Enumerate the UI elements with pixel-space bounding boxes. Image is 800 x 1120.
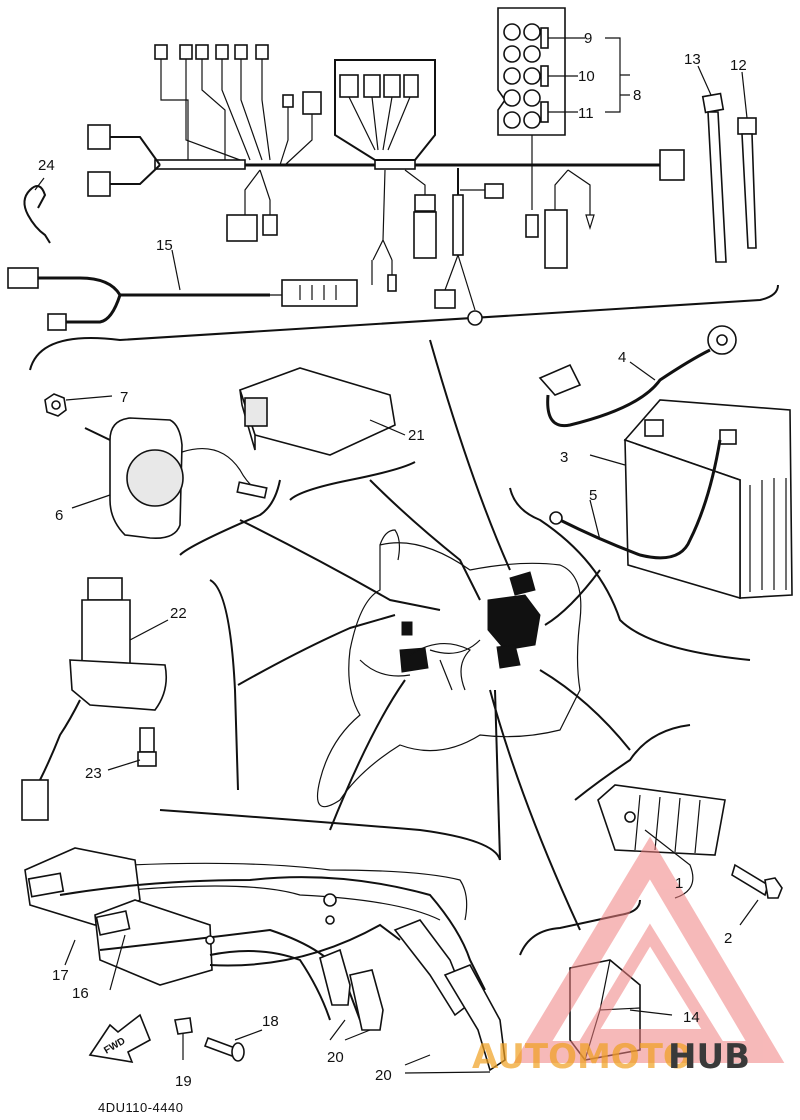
separator-6 xyxy=(179,479,281,556)
separator-right xyxy=(574,724,691,801)
callout-1: 1 xyxy=(675,875,683,892)
callout-17: 17 xyxy=(52,967,69,984)
callout-6: 6 xyxy=(55,507,63,524)
screw-2 xyxy=(731,863,783,926)
rectifier-1 xyxy=(597,784,726,899)
top-harness-section xyxy=(7,7,779,371)
plug-cap-a xyxy=(393,919,469,1017)
section-boundary-top xyxy=(29,284,779,371)
left-connectors xyxy=(87,124,161,197)
callout-5: 5 xyxy=(589,487,597,504)
callout-9: 9 xyxy=(584,30,592,47)
ignition-coils-section xyxy=(24,847,506,1074)
callout-7: 7 xyxy=(120,389,128,406)
separator-14 xyxy=(519,899,641,956)
callout-10: 10 xyxy=(578,68,595,85)
callout-20b: 20 xyxy=(375,1067,392,1084)
separator-lower xyxy=(159,809,501,861)
igniter-unit-21 xyxy=(238,367,406,456)
harness-sleeve xyxy=(154,159,246,170)
middle-section xyxy=(21,325,793,1061)
battery-3 xyxy=(589,399,793,600)
battery-lead-4 xyxy=(538,325,737,428)
watermark-text-b: HUB xyxy=(668,1037,750,1077)
separator-battery xyxy=(509,487,751,661)
callout-20a: 20 xyxy=(327,1049,344,1066)
watermark-text: AUTOMOTO HUB xyxy=(472,1037,750,1077)
callout-19: 19 xyxy=(175,1073,192,1090)
callout-13: 13 xyxy=(684,51,701,68)
fwd-arrow-icon xyxy=(88,1013,152,1064)
callout-4: 4 xyxy=(618,349,626,366)
watermark-logo xyxy=(513,836,785,1063)
callout-22: 22 xyxy=(170,605,187,622)
callout-8: 8 xyxy=(633,87,641,104)
cable-ties xyxy=(697,65,757,263)
bolt-18 xyxy=(203,1036,237,1058)
lead-5 xyxy=(549,439,722,560)
clip-24 xyxy=(23,177,51,244)
callout-23: 23 xyxy=(85,765,102,782)
nut-7 xyxy=(44,393,113,417)
top-connectors xyxy=(154,44,322,166)
watermark-text-a: AUTOMOTO xyxy=(472,1037,692,1077)
lower-branch-connectors xyxy=(226,149,685,326)
fuse-box xyxy=(497,7,630,165)
callout-24: 24 xyxy=(38,157,55,174)
separator-21 xyxy=(289,461,416,501)
callout-12: 12 xyxy=(730,57,747,74)
callout-21: 21 xyxy=(408,427,425,444)
plug-cap-d xyxy=(349,969,384,1031)
coil-17 xyxy=(24,847,141,926)
harness-junction xyxy=(374,159,416,170)
plug-cap-b xyxy=(443,963,506,1072)
bolt-23 xyxy=(107,727,157,771)
ignition-switch-22 xyxy=(21,577,169,821)
clamp-19 xyxy=(174,1017,193,1035)
callout-labels: 1 2 3 4 5 6 7 8 9 10 11 12 13 14 15 16 1… xyxy=(38,30,747,1115)
relay-6 xyxy=(71,417,268,540)
callout-14: 14 xyxy=(683,1009,700,1026)
callout-18: 18 xyxy=(262,1013,279,1030)
callout-2: 2 xyxy=(724,930,732,947)
callout-16: 16 xyxy=(72,985,89,1002)
diagram-code: 4DU110-4440 xyxy=(98,1100,183,1115)
plug-cap-c xyxy=(319,948,351,1006)
callout-3: 3 xyxy=(560,449,568,466)
separator-left xyxy=(209,579,239,791)
motorcycle-outline xyxy=(316,529,582,808)
callout-15: 15 xyxy=(156,237,173,254)
connector-group-box xyxy=(334,59,436,161)
sub-harness-15 xyxy=(7,249,358,331)
callout-11: 11 xyxy=(578,105,594,122)
coil-16 xyxy=(94,899,213,986)
